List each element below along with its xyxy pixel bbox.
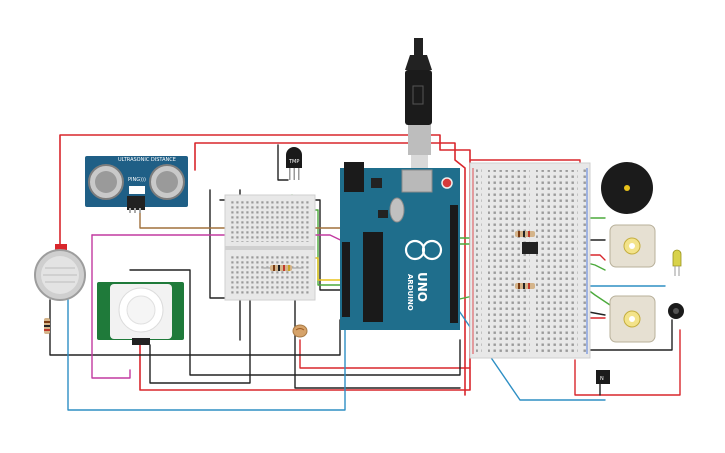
digital-header <box>450 205 458 323</box>
wire-black-4 <box>149 299 251 384</box>
arduino-logo-icon <box>404 239 443 261</box>
temp-sensor-label: TMP <box>288 159 299 165</box>
dc-motor-2[interactable] <box>609 295 656 343</box>
resistor-bb-1[interactable] <box>515 231 535 237</box>
transistor-label: N <box>600 376 604 382</box>
ultrasonic-label: PING))) <box>128 177 146 183</box>
usb-port <box>401 169 433 193</box>
transistor[interactable]: N <box>596 370 610 384</box>
atmega-chip <box>363 232 383 322</box>
usb-cable <box>405 38 432 190</box>
wire-red-top-2 <box>194 142 466 396</box>
ultrasonic-sensor[interactable]: ULTRASONIC DISTANCE PING))) <box>85 156 188 213</box>
ultrasonic-title: ULTRASONIC DISTANCE <box>118 157 176 163</box>
gas-sensor[interactable] <box>34 244 86 301</box>
wire-red-right <box>574 329 681 396</box>
arduino-uno[interactable]: ARDUINO UNO <box>340 162 460 330</box>
power-header <box>342 242 350 317</box>
wire-black-right <box>589 319 673 351</box>
wire-black-3 <box>129 269 461 376</box>
piezo-buzzer[interactable] <box>601 162 653 214</box>
arduino-brand: ARDUINO <box>406 274 414 311</box>
ic-chip[interactable] <box>522 242 538 254</box>
resistor-mini[interactable] <box>262 265 302 271</box>
pir-sensor[interactable] <box>97 282 184 345</box>
power-jack <box>344 162 364 192</box>
wire-red-bottom <box>299 339 471 369</box>
temperature-sensor[interactable]: TMP <box>286 147 302 180</box>
dc-motor-1[interactable] <box>609 224 656 268</box>
photoresistor[interactable] <box>292 324 308 338</box>
vibration-motor[interactable] <box>668 303 684 319</box>
arduino-model: UNO <box>415 272 429 302</box>
resistor-bb-2[interactable] <box>515 283 535 289</box>
wire-black-5 <box>277 144 289 181</box>
reset-button[interactable] <box>441 177 453 189</box>
main-breadboard[interactable] <box>469 162 591 359</box>
wire-blue-1 <box>67 299 346 411</box>
mini-breadboard[interactable] <box>224 194 316 301</box>
wire-magenta <box>91 234 131 379</box>
resistor-gas[interactable] <box>44 318 50 334</box>
led[interactable] <box>672 249 682 276</box>
